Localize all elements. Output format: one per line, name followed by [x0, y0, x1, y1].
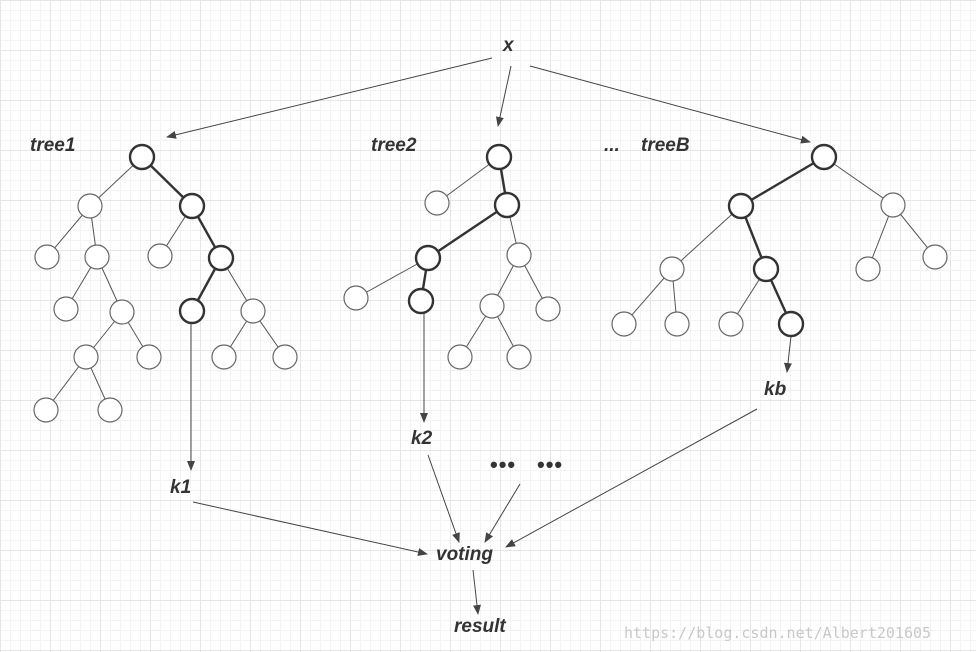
node-t2-g — [479, 293, 505, 319]
arrow-kb-to-voting — [505, 408, 758, 548]
node-tb-b — [880, 192, 906, 218]
ellipsis-top: ... — [604, 135, 620, 156]
node-tb-root — [810, 143, 838, 171]
arrow-x-to-treeB — [529, 65, 811, 144]
node-tb-a — [727, 192, 755, 220]
node-tb-h — [664, 311, 690, 337]
arrows — [166, 57, 811, 615]
node-t1-b — [178, 192, 206, 220]
node-t2-e — [343, 285, 369, 311]
voting-label: voting — [436, 544, 493, 565]
node-tb-e — [855, 256, 881, 282]
node-tb-g — [611, 311, 637, 337]
node-t1-p — [97, 397, 123, 423]
tree2-label: tree2 — [371, 135, 417, 156]
node-t2-h — [535, 296, 561, 322]
node-t1-o — [33, 397, 59, 423]
node-t2-root — [485, 143, 513, 171]
arrow-dots-to-voting — [484, 483, 521, 543]
node-tb-c — [659, 256, 685, 282]
arrow-treeB-to-kb — [784, 335, 792, 373]
node-t2-f — [407, 287, 435, 315]
node-tb-j — [777, 310, 805, 338]
arrow-x-to-tree1 — [166, 57, 493, 139]
arrow-k2-to-voting — [427, 454, 460, 543]
treeB-label: treeB — [641, 135, 690, 156]
node-t1-k — [73, 344, 99, 370]
edge-tb-root-tb-b — [823, 156, 894, 206]
edge-t2-c-t2-e — [355, 257, 429, 299]
node-t1-h — [109, 299, 135, 325]
node-tb-i — [718, 311, 744, 337]
node-t1-i — [178, 297, 206, 325]
arrow-voting-to-result — [472, 569, 481, 615]
ellipsis-mid-2: ••• — [537, 452, 564, 477]
arrow-x-to-tree2 — [495, 65, 512, 127]
node-t2-b — [493, 191, 521, 219]
node-t1-j — [240, 298, 266, 324]
node-t1-c — [34, 244, 60, 270]
edge-t2-b-t2-c — [427, 204, 508, 259]
kb-label: kb — [764, 379, 787, 400]
node-t1-root — [128, 143, 156, 171]
k2-label: k2 — [411, 428, 433, 449]
node-t1-e — [147, 243, 173, 269]
tree-edges — [45, 155, 936, 411]
node-t1-n — [272, 344, 298, 370]
node-t1-d — [84, 244, 110, 270]
node-t1-f — [207, 244, 235, 272]
node-t1-m — [211, 344, 237, 370]
node-t1-l — [136, 344, 162, 370]
edge-tb-a-tb-c — [671, 205, 742, 270]
node-tb-f — [922, 244, 948, 270]
node-t1-g — [53, 296, 79, 322]
node-t2-j — [506, 344, 532, 370]
tree1-label: tree1 — [30, 135, 76, 156]
node-tb-d — [752, 255, 780, 283]
node-t2-d — [506, 242, 532, 268]
input-label-x: x — [503, 35, 514, 56]
node-t2-i — [447, 344, 473, 370]
result-label: result — [454, 616, 506, 637]
ellipsis-mid-1: ••• — [490, 452, 517, 477]
edge-tb-root-tb-a — [740, 155, 825, 208]
watermark: https://blog.csdn.net/Albert201605 — [624, 624, 932, 642]
tree-nodes — [33, 143, 948, 423]
node-t2-a — [424, 190, 450, 216]
node-t1-a — [77, 193, 103, 219]
arrow-k1-to-voting — [192, 501, 428, 556]
node-t2-c — [414, 244, 442, 272]
k1-label: k1 — [170, 477, 192, 498]
